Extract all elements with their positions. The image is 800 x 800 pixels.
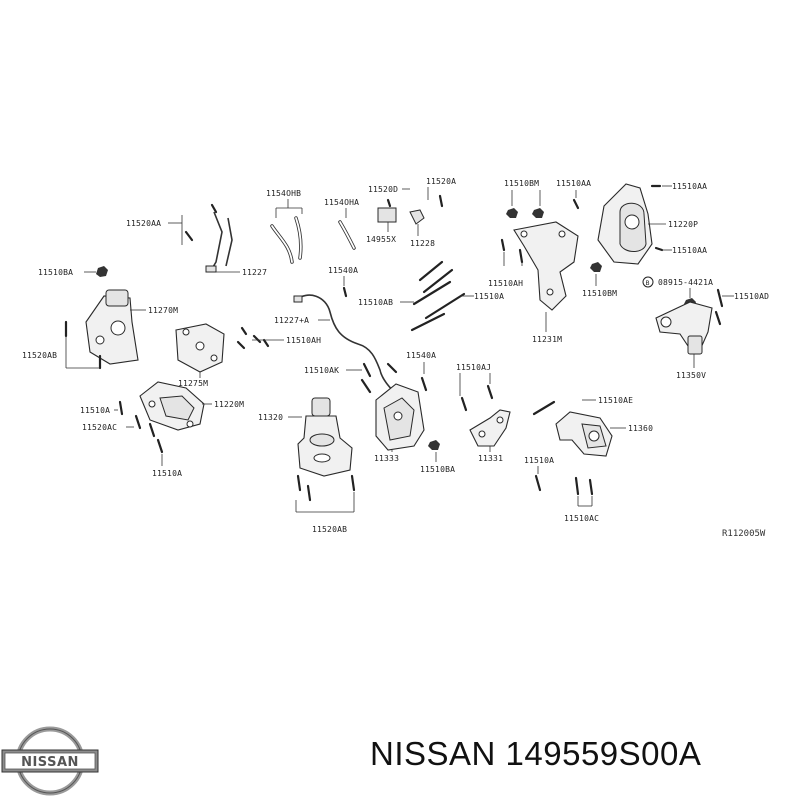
part-11510BM-mid: 11510BM	[582, 262, 617, 298]
label-11320: 11320	[258, 413, 283, 422]
part-11350V-group: B 08915-4421A 11510AD 11350V	[642, 276, 769, 380]
part-14955X-group: 11520D 14955X 11520A 11228	[366, 177, 456, 248]
label-11510AC: 11510AC	[564, 514, 599, 523]
label-11520A: 11520A	[426, 177, 456, 186]
part-11220M-group: 11510A 11220M 11520AC 11510A	[80, 381, 244, 478]
label-11510BM-top: 11510BM	[504, 179, 539, 188]
part-11510BA-left: 11510BA	[38, 266, 108, 277]
part-11540A-top: 11540A	[328, 266, 358, 298]
label-11333: 11333	[374, 454, 399, 463]
label-08915: 08915-4421A	[658, 278, 713, 287]
label-11520AB-left: 11520AB	[22, 351, 57, 360]
nissan-logo: NISSAN	[1, 726, 99, 796]
label-11510BM-mid: 11510BM	[582, 289, 617, 298]
label-11275M: 11275M	[178, 379, 208, 388]
part-11275M-group: 11275M	[175, 323, 225, 388]
label-11331: 11331	[478, 454, 503, 463]
label-11220P: 11220P	[668, 220, 698, 229]
part-1154OHA-group: 1154OHA	[324, 198, 359, 250]
label-11520AA: 11520AA	[126, 219, 161, 228]
label-11520AC: 11520AC	[82, 423, 117, 432]
label-11510AA-right2: 11510AA	[672, 246, 707, 255]
label-11231M: 11231M	[532, 335, 562, 344]
part-11220P-group: 11510AA 11510AA 11220P 11510AA	[556, 179, 707, 265]
part-11331-group: 11510AJ 11331	[456, 363, 511, 463]
label-11510AB: 11510AB	[358, 298, 393, 307]
part-1154OHB-group: 1154OHB	[266, 189, 303, 264]
label-11510AE: 11510AE	[598, 396, 633, 405]
label-11360: 11360	[628, 424, 653, 433]
label-11227: 11227	[242, 268, 267, 277]
label-11220M: 11220M	[214, 400, 244, 409]
label-11510BA-left: 11510BA	[38, 268, 73, 277]
label-11270M: 11270M	[148, 306, 178, 315]
label-11510BA-bot: 11510BA	[420, 465, 455, 474]
svg-text:B: B	[646, 280, 650, 287]
label-1154OHB: 1154OHB	[266, 189, 301, 198]
label-11510AA-top: 11510AA	[556, 179, 591, 188]
label-11510AH: 11510AH	[286, 336, 321, 345]
label-11510A-br: 11510A	[524, 456, 554, 465]
part-11270M-group: 11270M 11520AB	[22, 289, 178, 370]
part-11510AB-group: 11510AB 11510A	[358, 260, 504, 332]
label-11228: 11228	[410, 239, 435, 248]
label-11227A: 11227+A	[274, 316, 309, 325]
label-11510A-mid: 11510A	[474, 292, 504, 301]
part-number-caption: NISSAN 149559S00A	[370, 735, 702, 772]
part-11510AC-group: 11510A 11510AC	[524, 456, 599, 523]
label-11510A-left: 11510A	[80, 406, 110, 415]
part-11333-group: 11510AK 11540A 11333 11510BA	[304, 351, 455, 474]
label-11540A-mid: 11540A	[406, 351, 436, 360]
part-11231M-group: 11510BM 11510AH 11231M	[488, 179, 579, 344]
diagram-reference-code: R112005W	[722, 529, 766, 539]
logo-text: NISSAN	[21, 755, 79, 770]
label-11510AK: 11510AK	[304, 366, 339, 375]
label-11540A-top: 11540A	[328, 266, 358, 275]
part-11227A-group: 11227+A 11510AH	[236, 294, 399, 397]
label-11520AB-bot: 11520AB	[312, 525, 347, 534]
label-14955X: 14955X	[366, 235, 396, 244]
label-1154OHA: 1154OHA	[324, 198, 359, 207]
label-11350V: 11350V	[676, 371, 706, 380]
part-11360-group: 11510AE 11360	[532, 396, 653, 457]
label-11520D: 11520D	[368, 185, 398, 194]
part-11520AA-group: 11520AA 11227	[126, 203, 267, 277]
label-11510A-bl: 11510A	[152, 469, 182, 478]
label-11510AJ: 11510AJ	[456, 363, 491, 372]
label-11510AA-right1: 11510AA	[672, 182, 707, 191]
label-11510AD: 11510AD	[734, 292, 769, 301]
part-11320-group: 11320 11520AB	[258, 397, 356, 534]
label-11510AH-small: 11510AH	[488, 279, 523, 288]
